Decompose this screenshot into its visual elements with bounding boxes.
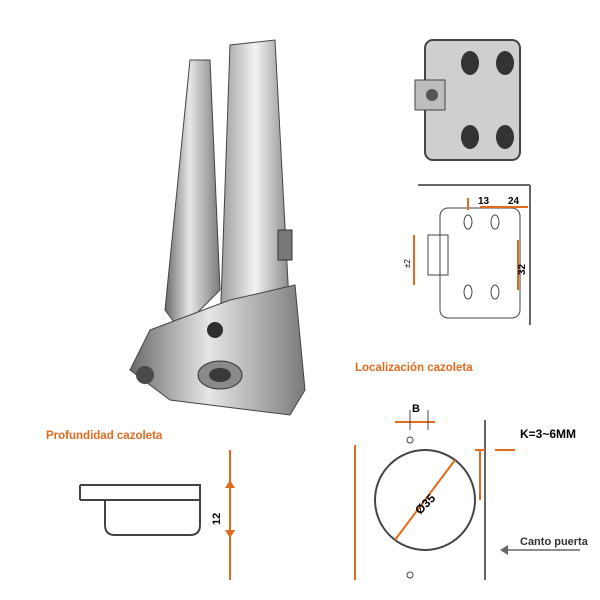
plate-dimension-drawing: 13 24 32 ±2: [403, 184, 531, 325]
localizacion-title: Localización cazoleta: [355, 362, 473, 374]
canto-label: Canto puerta: [520, 536, 589, 548]
dim-32-label: 32: [517, 263, 528, 275]
b-label: B: [412, 403, 420, 415]
mounting-plate-photo: [414, 39, 521, 161]
k-label: K=3~6MM: [520, 427, 576, 441]
hinge-photo: [129, 39, 306, 416]
cup-depth-drawing: 12: [79, 450, 235, 580]
cup-position-drawing: B Ø35 K=3~6MM Canto puerta: [354, 403, 589, 580]
dim-pm2-label: ±2: [403, 259, 412, 268]
profundidad-title: Profundidad cazoleta: [46, 430, 163, 442]
dim-13-label: 13: [478, 196, 490, 207]
dim-24-label: 24: [508, 196, 520, 207]
depth-12-label: 12: [211, 513, 223, 525]
